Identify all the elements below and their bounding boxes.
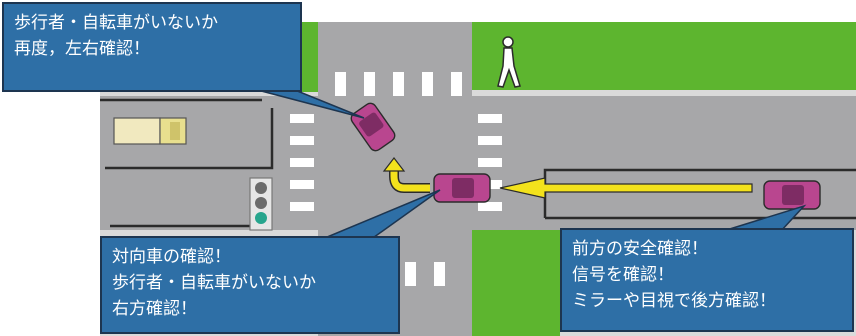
straight-arrow-icon	[499, 177, 753, 199]
callout-line: 右方確認！	[112, 299, 197, 319]
callout-line: 再度，左右確認！	[14, 39, 150, 59]
callout-line: ミラーや目視で後方確認！	[572, 291, 776, 311]
callout-bottom-left: 対向車の確認！ 歩行者・自転車がいないか 右方確認！	[100, 236, 400, 334]
callout-top-left: 歩行者・自転車がいないか 再度，左右確認！	[2, 2, 302, 92]
callout-bottom-right: 前方の安全確認！ 信号を確認！ ミラーや目視で後方確認！	[560, 228, 854, 332]
grass-top-left	[300, 22, 322, 92]
curb-line	[105, 108, 274, 170]
traffic-light-icon	[249, 177, 273, 231]
car-icon	[763, 180, 821, 210]
crosswalk-top	[335, 72, 462, 96]
pedestrian-icon	[497, 36, 521, 88]
callout-line: 対向車の確認！	[112, 247, 231, 267]
grass-bottom-middle	[470, 228, 560, 336]
truck-icon	[113, 117, 187, 145]
curb-line	[543, 168, 856, 218]
callout-line: 歩行者・自転車がいないか	[14, 13, 218, 33]
car-icon	[433, 173, 491, 203]
car-icon	[350, 102, 396, 152]
callout-line: 信号を確認！	[572, 265, 674, 285]
callout-line: 歩行者・自転車がいないか	[112, 273, 316, 293]
crosswalk-left	[290, 114, 314, 211]
crosswalk-bottom	[405, 262, 445, 286]
callout-line: 前方の安全確認！	[572, 239, 708, 259]
grass-top-right	[470, 22, 856, 90]
turn-arrow-icon	[382, 157, 430, 193]
